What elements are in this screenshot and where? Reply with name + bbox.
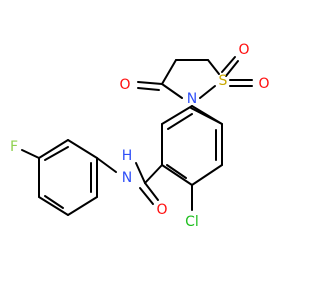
bond-c-f <box>21 149 40 159</box>
bond-ar-c-amide <box>144 164 163 184</box>
bond-c-o-amide-double <box>139 187 154 205</box>
central-benzene-ring <box>161 105 223 186</box>
atom-o-ketone: O <box>119 77 130 93</box>
atom-o-sulfonyl-right: O <box>258 76 269 92</box>
bond-fp3-inner <box>44 195 64 209</box>
bond-ar3 <box>161 164 193 186</box>
bond-c3-n <box>161 83 183 99</box>
bond-ar5 <box>161 105 193 125</box>
molecule-diagram: O N S O O N H O Cl F <box>10 42 270 230</box>
bond-ar5-inner <box>167 113 193 130</box>
bond-ar2 <box>191 164 223 186</box>
bond-n-aryl2 <box>96 157 117 173</box>
bond-fp2 <box>67 196 98 216</box>
structure-svg: O N S O O N H O Cl F <box>10 42 270 230</box>
bond-ar6 <box>191 105 223 125</box>
bond-c-o-amide <box>144 182 159 201</box>
atom-o-amide: O <box>156 202 167 218</box>
fluorophenyl-ring <box>21 139 98 216</box>
bond-c-n-amide <box>135 162 146 184</box>
bond-fp6 <box>67 139 98 159</box>
atom-h-amide: H <box>122 148 133 164</box>
bond-c3-o <box>137 81 163 85</box>
bond-fp5 <box>38 139 69 159</box>
atom-s-ring: S <box>219 73 228 89</box>
bond-fp3 <box>38 196 69 216</box>
bond-s-o-top <box>221 56 236 73</box>
bond-s-o-top-double <box>225 60 239 77</box>
atom-o-sulfonyl-top: O <box>238 42 249 58</box>
atom-cl: Cl <box>185 214 199 230</box>
bond-fp5-inner <box>44 146 69 161</box>
amide-group <box>96 157 163 205</box>
bond-c4-c3 <box>161 59 177 85</box>
atom-n-ring: N <box>187 91 197 107</box>
atom-f: F <box>10 139 18 155</box>
bond-c5-s <box>207 59 220 75</box>
bond-s-n <box>199 85 216 99</box>
isothiazolidine-ring <box>137 56 253 99</box>
bond-c3-o-double <box>137 87 160 91</box>
bond-ar3-inner <box>166 164 187 179</box>
atom-n-amide: N <box>122 170 132 186</box>
